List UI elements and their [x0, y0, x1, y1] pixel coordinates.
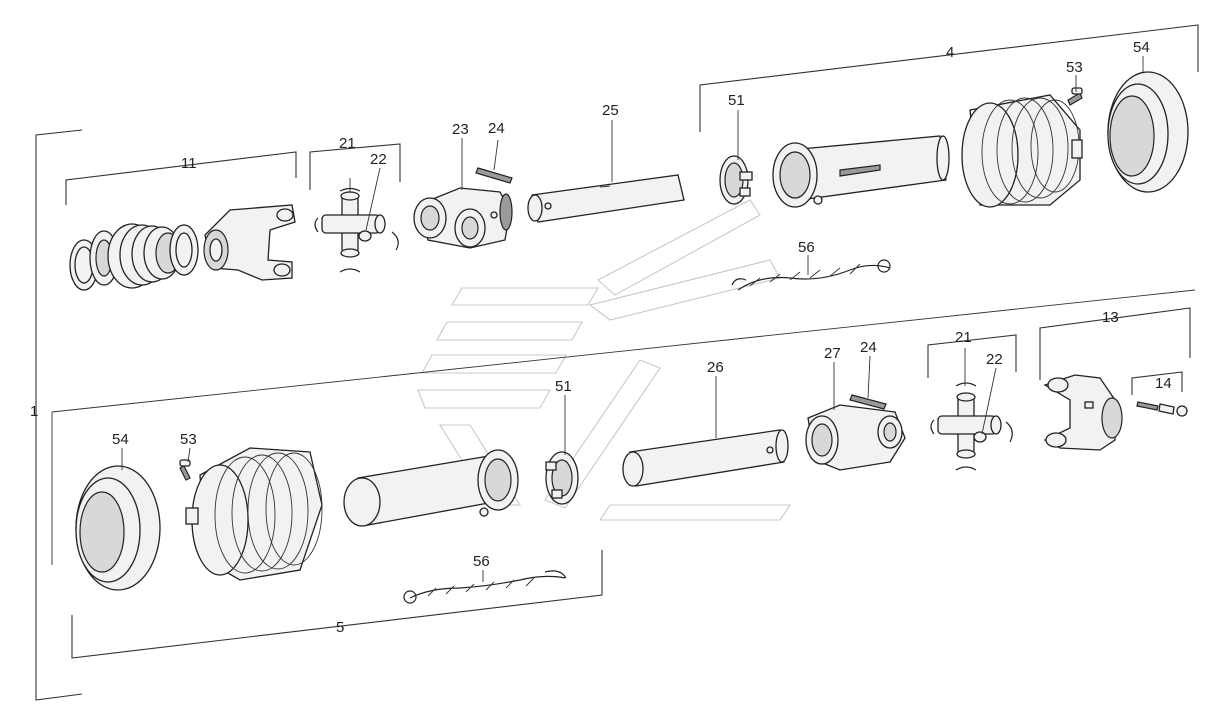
screw-53-bottom — [179, 459, 191, 481]
bracket-21-bottom — [927, 334, 1017, 378]
label-53-top: 53 — [1066, 59, 1083, 76]
leaders-top — [349, 56, 1144, 275]
label-53-bottom: 53 — [180, 431, 197, 448]
outer-tube-top — [772, 135, 950, 208]
bracket-11 — [65, 151, 297, 205]
label-22-top: 22 — [370, 151, 387, 168]
label-23: 23 — [452, 121, 469, 138]
inner-tube-26 — [622, 429, 789, 487]
label-13: 13 — [1102, 309, 1119, 326]
outer-tube-bottom — [343, 449, 519, 527]
pin-24-top — [475, 167, 513, 184]
label-21-top: 21 — [339, 135, 356, 152]
label-27: 27 — [824, 345, 841, 362]
leaders-bottom — [121, 348, 997, 582]
chain-56-bottom — [403, 570, 567, 604]
cross-kit-bottom — [930, 382, 1013, 471]
label-54-top: 54 — [1133, 39, 1150, 56]
yoke-13 — [1043, 374, 1123, 451]
bracket-4 — [699, 24, 1199, 132]
label-26: 26 — [707, 359, 724, 376]
end-bell-54-top — [1107, 71, 1189, 193]
label-51-bottom: 51 — [555, 378, 572, 395]
inner-yoke-27 — [805, 404, 906, 471]
pin-24-bottom — [849, 394, 887, 410]
bolt-kit-14 — [1136, 401, 1188, 417]
inner-tube-25 — [527, 174, 685, 223]
guard-cone-top — [961, 94, 1083, 208]
screw-53-top — [1067, 87, 1083, 106]
label-51-top: 51 — [728, 92, 745, 109]
bracket-14 — [1131, 371, 1183, 395]
label-56-bottom: 56 — [473, 553, 490, 570]
guard-cone-bottom — [185, 447, 323, 581]
seal-ring-set-top — [69, 223, 199, 291]
label-1: 1 — [30, 403, 38, 420]
label-11: 11 — [181, 155, 197, 172]
chain-56-top — [731, 259, 891, 291]
label-25: 25 — [602, 102, 619, 119]
label-54-bottom: 54 — [112, 431, 129, 448]
row-divider — [51, 289, 1196, 413]
callout-labels: 11 21 22 23 24 25 51 56 4 53 54 1 54 53 … — [30, 39, 1172, 636]
bracket-13 — [1039, 307, 1191, 380]
bracket-5 — [71, 550, 603, 659]
label-21-bottom: 21 — [955, 329, 972, 346]
label-56-top: 56 — [798, 239, 815, 256]
cross-kit-top — [314, 187, 399, 273]
bracket-21-top — [309, 143, 401, 190]
bearing-ring-51-bottom — [545, 451, 579, 505]
bearing-ring-51-top — [719, 155, 753, 205]
label-14: 14 — [1155, 375, 1172, 392]
inner-yoke-23 — [413, 187, 513, 249]
label-4: 4 — [946, 44, 954, 61]
yoke-11 — [203, 204, 296, 281]
label-5: 5 — [336, 619, 344, 636]
label-24-top: 24 — [488, 120, 505, 137]
label-22-bottom: 22 — [986, 351, 1003, 368]
end-bell-54-bottom — [75, 465, 161, 591]
bracket-1 — [35, 129, 83, 701]
label-24-bottom: 24 — [860, 339, 877, 356]
